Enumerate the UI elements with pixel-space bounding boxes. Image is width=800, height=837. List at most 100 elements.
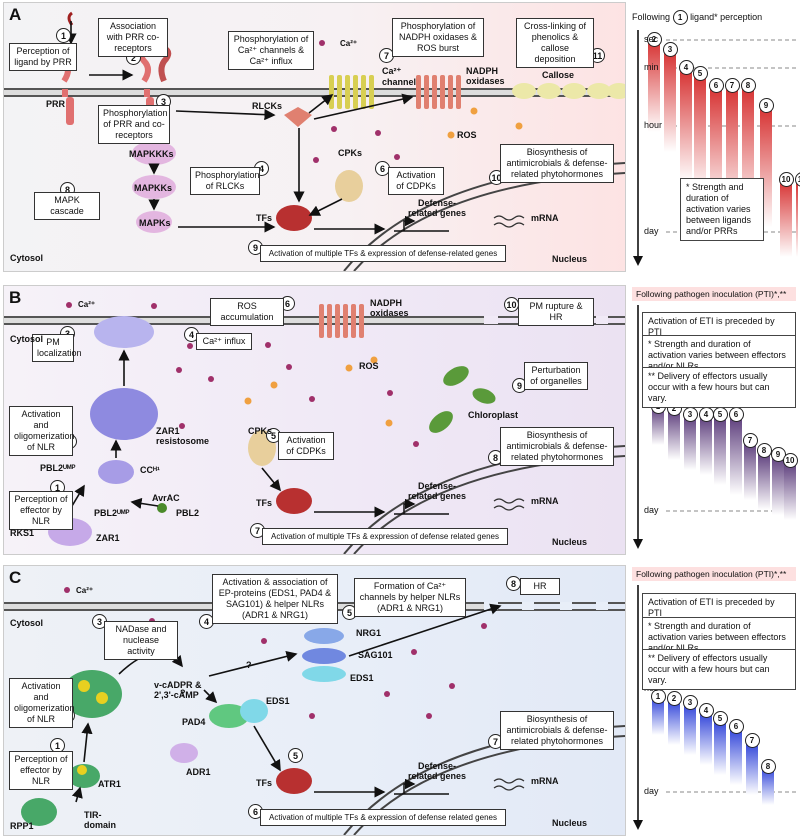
timeline_c-bar-label-7: 7 bbox=[744, 733, 760, 748]
c-tir-label: TIR-domain bbox=[84, 810, 117, 830]
b-mrna-label: mRNA bbox=[531, 496, 559, 506]
b-defense-genes-label: Defense-related genes bbox=[407, 481, 467, 501]
timeline_a-bar-10 bbox=[780, 180, 792, 257]
timeline_c-bar-3 bbox=[684, 703, 696, 755]
b-step-9-box: Perturbation of organelles bbox=[524, 362, 588, 390]
timeline_a-bar-label-3: 3 bbox=[662, 42, 678, 57]
timeline_c-bar-4 bbox=[700, 711, 712, 765]
b-step-6-box: ROS accumulation bbox=[210, 298, 284, 326]
timeline_a-bar-11 bbox=[796, 180, 798, 257]
timeline_c-note3: ** Delivery of effectors usually occur w… bbox=[642, 649, 796, 690]
b-ca-label: Ca²⁺ bbox=[78, 300, 96, 309]
timeline_c-tick-day: day bbox=[644, 786, 659, 796]
timeline_b-bar-label-4: 4 bbox=[698, 407, 714, 422]
b-nucleus-label: Nucleus bbox=[552, 537, 588, 547]
panel-b: B 1 Perception of effector by NLR 2 Acti… bbox=[3, 285, 626, 555]
c-defense-genes-label: Defense-related genes bbox=[407, 761, 467, 781]
timeline_a-bar-label-8: 8 bbox=[740, 78, 756, 93]
timeline_b-bar-8 bbox=[758, 451, 770, 510]
c-step-5b-badge: 5 bbox=[288, 748, 303, 763]
b-avrac-label: AvrAC bbox=[152, 493, 180, 503]
timeline_b-bar-label-6: 6 bbox=[728, 407, 744, 422]
timeline_a-bar-2 bbox=[648, 40, 660, 132]
c-nucleus-label: Nucleus bbox=[552, 818, 588, 828]
step-5-box: Phosphorylation of Ca²⁺ channels & Ca²⁺ … bbox=[228, 31, 314, 70]
c-step-7-box: Biosynthesis of antimicrobials & defense… bbox=[500, 711, 614, 750]
timeline_c-bar-label-4: 4 bbox=[698, 703, 714, 718]
timeline_b-bar-3 bbox=[684, 415, 696, 470]
timeline_a-bar-label-6: 6 bbox=[708, 78, 724, 93]
timeline-b: Following pathogen inoculation (PTI)*,**… bbox=[632, 285, 798, 553]
timeline_c-bar-label-8: 8 bbox=[760, 759, 776, 774]
timeline_b-bar-4 bbox=[700, 415, 712, 475]
timeline_a-bar-4 bbox=[680, 68, 692, 182]
b-step-1-box: Perception of effector by NLR bbox=[9, 491, 73, 530]
prr-label: PRR bbox=[46, 99, 66, 109]
timeline_b-bar-9 bbox=[772, 455, 784, 515]
panel-a-label: A bbox=[9, 5, 22, 24]
c-step-8-box: HR bbox=[520, 578, 560, 595]
step-1-box: Perception of ligand by PRR bbox=[9, 43, 77, 71]
c-eds1b-label: EDS1 bbox=[266, 696, 290, 706]
timeline_b-bar-label-8: 8 bbox=[756, 443, 772, 458]
c-step-1-box: Perception of effector by NLR bbox=[9, 751, 73, 790]
b-zar1-label: ZAR1 bbox=[96, 533, 120, 543]
c-sag101-label: SAG101 bbox=[358, 650, 393, 660]
timeline_b-note3: ** Delivery of effectors usually occur w… bbox=[642, 367, 796, 408]
timeline_b-bar-5 bbox=[714, 415, 726, 485]
timeline_a-bar-label-5: 5 bbox=[692, 66, 708, 81]
b-step-10-badge: 10 bbox=[504, 297, 519, 312]
tfs-label: TFs bbox=[256, 213, 273, 223]
panel-c-label: C bbox=[9, 568, 22, 587]
timeline_a-tick-hour: hour bbox=[644, 120, 663, 130]
timeline_a-bar-label-4: 4 bbox=[678, 60, 694, 75]
timeline_a-tick-day: day bbox=[644, 226, 659, 236]
c-q1-label: ? bbox=[246, 660, 252, 670]
c-q2-label: ? bbox=[180, 688, 186, 698]
b-nadph-label: NADPH oxidases bbox=[370, 298, 409, 318]
timeline_b-bar-6 bbox=[730, 415, 742, 495]
timeline_a-bar-label-7: 7 bbox=[724, 78, 740, 93]
timeline_b-bar-label-3: 3 bbox=[682, 407, 698, 422]
c-step-8-badge: 8 bbox=[506, 576, 521, 591]
c-step-3-box: NADase and nuclease activity bbox=[104, 621, 178, 660]
timeline_a-tick-sec: sec bbox=[644, 34, 659, 44]
timeline_b-bar-label-7: 7 bbox=[742, 433, 758, 448]
step-6-box: Activation of CDPKs bbox=[388, 167, 444, 195]
timeline_a-note: * Strength and duration of activation va… bbox=[680, 178, 764, 241]
timeline-a-header: Following 1 ligand* perception bbox=[632, 10, 762, 25]
b-pbl2-label: PBL2 bbox=[176, 508, 200, 518]
b-step-2-box: Activation and oligomerization of NLR bbox=[9, 406, 75, 456]
cpks-label: CPKs bbox=[338, 148, 363, 158]
timeline-b-header: Following pathogen inoculation (PTI)*,** bbox=[636, 289, 787, 299]
timeline_c-bar-2 bbox=[668, 699, 680, 745]
timeline_b-bar-10 bbox=[784, 461, 796, 520]
timeline_c-bar-5 bbox=[714, 719, 726, 775]
step-1-badge: 1 bbox=[56, 28, 71, 43]
timeline_b-bar-label-5: 5 bbox=[712, 407, 728, 422]
b-step-4-box: Ca²⁺ influx bbox=[196, 333, 252, 350]
b-step-5-box: Activation of CDPKs bbox=[278, 432, 334, 460]
b-zar1-resistosome-label: ZAR1 resistosome bbox=[156, 426, 210, 446]
timeline_a-bar-3 bbox=[664, 50, 676, 152]
timeline_b-bar-label-10: 10 bbox=[782, 453, 798, 468]
timeline_c-bar-7 bbox=[746, 741, 758, 795]
mapkks-label: MAPKKs bbox=[134, 183, 173, 193]
b-cpks-label: CPKs bbox=[248, 426, 273, 436]
timeline_a-bar-label-10: 10 bbox=[778, 172, 794, 187]
b-tfs-label: TFs bbox=[256, 498, 273, 508]
ros-label: ROS bbox=[457, 130, 477, 140]
mrna-label: mRNA bbox=[531, 213, 559, 223]
timeline_c-bar-8 bbox=[762, 767, 774, 805]
timeline_c-bar-1 bbox=[652, 697, 664, 735]
b-step-7-box: Activation of multiple TFs & expression … bbox=[262, 528, 508, 545]
nucleus-label: Nucleus bbox=[552, 254, 588, 264]
c-nrg1-label: NRG1 bbox=[356, 628, 382, 638]
b-step-9-badge: 9 bbox=[512, 378, 527, 393]
step-10-box: Biosynthesis of antimicrobials & defense… bbox=[500, 144, 614, 183]
step-11-box: Cross-linking of phenolics & callose dep… bbox=[516, 18, 594, 68]
nadph-label: NADPH oxidases bbox=[466, 66, 505, 86]
callose-label: Callose bbox=[542, 70, 575, 80]
step-2-box: Association with PRR co-receptors bbox=[98, 18, 168, 57]
c-atr1-label: ATR1 bbox=[98, 779, 121, 789]
